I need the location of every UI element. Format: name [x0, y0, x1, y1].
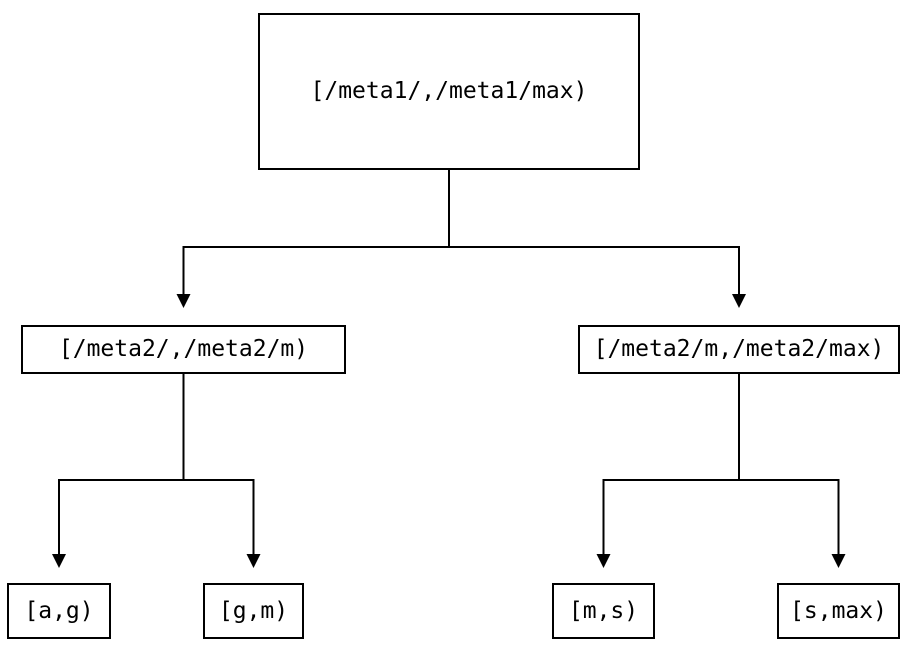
edge-arrowhead-icon [596, 554, 611, 568]
node-label: [a,g) [24, 597, 94, 624]
node-label: [/meta2/m,/meta2/max) [593, 336, 885, 362]
edge-arrowhead-icon [52, 554, 66, 568]
edge-arrowhead-icon [246, 554, 261, 568]
node-meta2-high: [/meta2/m,/meta2/max) [578, 325, 900, 374]
node-root: [/meta1/,/meta1/max) [258, 13, 640, 170]
node-meta2-low: [/meta2/,/meta2/m) [21, 325, 346, 374]
node-leaf-a-g: [a,g) [7, 583, 111, 639]
edge-arrowhead-icon [732, 294, 746, 308]
node-leaf-g-m: [g,m) [203, 583, 304, 639]
node-label: [s,max) [790, 597, 887, 624]
node-label: [g,m) [218, 597, 289, 624]
edge-arrowhead-icon [176, 294, 191, 308]
node-leaf-m-s: [m,s) [552, 583, 655, 639]
node-leaf-s-max: [s,max) [777, 583, 900, 639]
node-label: [m,s) [568, 597, 639, 624]
edge-arrowhead-icon [831, 554, 846, 568]
node-label: [/meta1/,/meta1/max) [310, 78, 588, 104]
node-label: [/meta2/,/meta2/m) [58, 336, 309, 362]
